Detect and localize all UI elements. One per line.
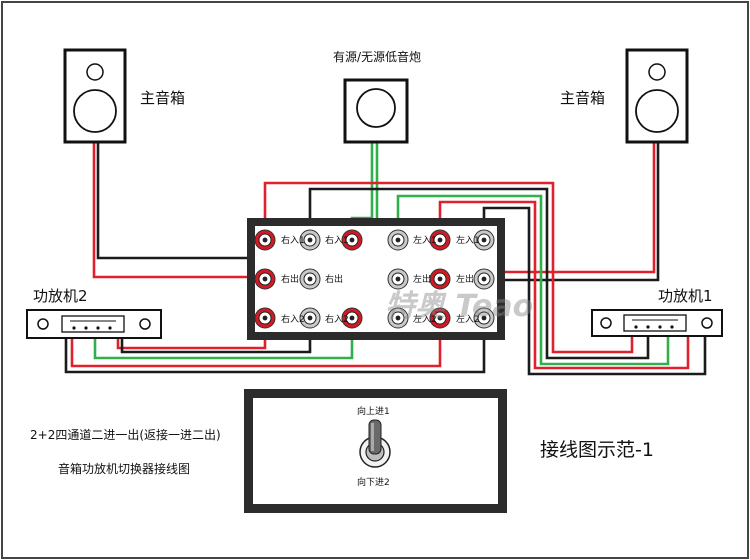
wire-in1-right-black [308, 187, 650, 360]
wire-in2-left-red [70, 326, 442, 368]
jack-label-r3c4: 左入2 [456, 313, 480, 325]
main-speaker-left-label: 主音箱 [140, 89, 185, 107]
wire-in2-left-black [64, 326, 486, 374]
rca-jack-r2-c4 [387, 268, 409, 290]
jack-label-r2c2: 右出 [325, 273, 343, 285]
rca-jack-r2-c5 [429, 268, 451, 290]
rca-jack-r1-c1 [254, 229, 276, 251]
rca-jack-r1-c3 [341, 229, 363, 251]
jack-label-r1c4: 左入1 [456, 234, 480, 246]
wire-in2-green [93, 326, 354, 360]
jack-label-r2c3: 左出 [413, 273, 431, 285]
rca-jack-r3-c3 [341, 307, 363, 329]
amp2-label: 功放机2 [33, 287, 88, 305]
switcher-jacks [254, 229, 495, 329]
watermark: 特奥 Teao [385, 289, 533, 324]
amp1-label: 功放机1 [658, 287, 713, 305]
main-speaker-right-label: 主音箱 [560, 89, 605, 107]
jack-label-r3c3: 左入2 [413, 313, 437, 325]
rca-jack-r2-c1 [254, 268, 276, 290]
toggle-switch[interactable] [359, 419, 391, 468]
rca-jack-r3-c6 [473, 307, 495, 329]
main-speaker-right [625, 48, 689, 144]
jack-label-r2c1: 右出 [281, 273, 299, 285]
amp1 [591, 309, 723, 337]
rca-jack-r2-c2 [299, 268, 321, 290]
wire-right-speaker-red [440, 142, 656, 274]
wire-in1-left-black [482, 206, 707, 376]
switch-down-label: 向下进2 [357, 476, 390, 488]
rca-jack-r3-c5 [429, 307, 451, 329]
jack-label-r3c1: 右入2 [281, 313, 305, 325]
wire-in1-right-red [263, 181, 634, 354]
rca-jack-r3-c2 [299, 307, 321, 329]
jack-label-r2c4: 左出 [456, 273, 474, 285]
wire-right-speaker-black [488, 142, 660, 282]
rca-jack-r1-c2 [299, 229, 321, 251]
caption-line2: 音箱功放机切换器接线图 [58, 461, 190, 476]
rca-jack-r2-c6 [473, 268, 495, 290]
jack-label-r1c1: 右入1 [281, 234, 305, 246]
rca-jack-r3-c1 [254, 307, 276, 329]
wire-in1-left-green [396, 194, 670, 366]
amp2 [26, 309, 162, 339]
rca-jack-r3-c4 [387, 307, 409, 329]
rca-jack-r1-c5 [429, 229, 451, 251]
jack-labels: 右入1 右入1 左入1 左入1 右出 右出 左出 左出 右入2 右入2 左入2 … [281, 234, 480, 325]
caption-line1: 2+2四通道二进一出(返接一进二出) [30, 427, 221, 442]
diagram-title: 接线图示范-1 [540, 439, 654, 461]
switcher-panel [247, 218, 505, 340]
jack-label-r1c2: 右入1 [325, 234, 349, 246]
main-speaker-left [63, 48, 127, 144]
jack-label-r3c2: 右入2 [325, 313, 349, 325]
rca-jack-r1-c4 [387, 229, 409, 251]
subwoofer [343, 78, 409, 144]
jack-label-r1c3: 左入1 [413, 234, 437, 246]
switch-up-label: 向上进1 [357, 405, 390, 417]
rca-jack-r1-c6 [473, 229, 495, 251]
wire-in1-left-red [438, 200, 690, 370]
wire-left-speaker-red [92, 142, 265, 279]
subwoofer-label: 有源/无源低音炮 [333, 49, 421, 64]
